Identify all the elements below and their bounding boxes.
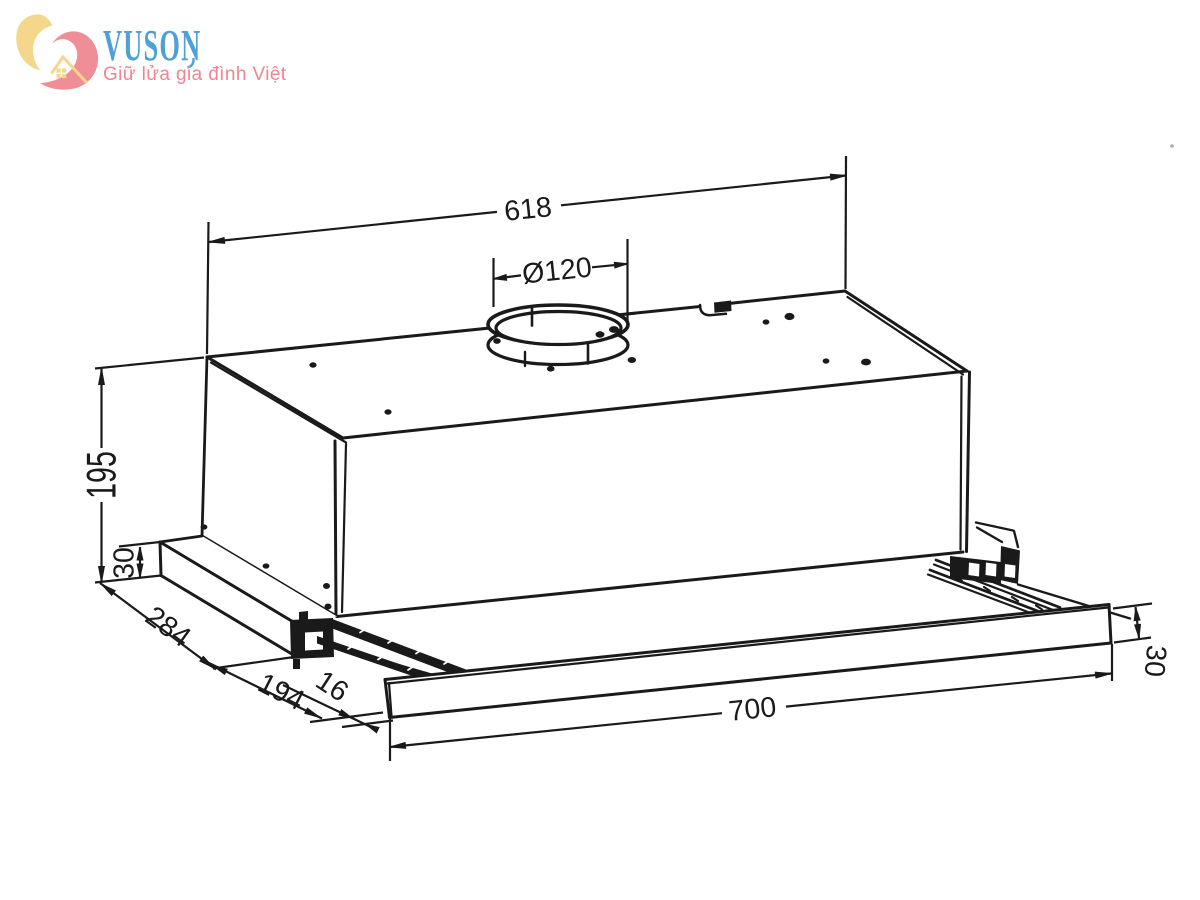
svg-text:Ø120: Ø120: [521, 251, 594, 290]
svg-text:Giữ lửa gia đình Việt: Giữ lửa gia đình Việt: [103, 64, 287, 85]
svg-text:30: 30: [1138, 644, 1173, 678]
svg-text:30: 30: [109, 547, 141, 579]
svg-text:195: 195: [77, 451, 125, 499]
svg-text:VUSON: VUSON: [103, 21, 201, 70]
svg-text:618: 618: [503, 191, 554, 228]
svg-text:700: 700: [727, 691, 778, 728]
